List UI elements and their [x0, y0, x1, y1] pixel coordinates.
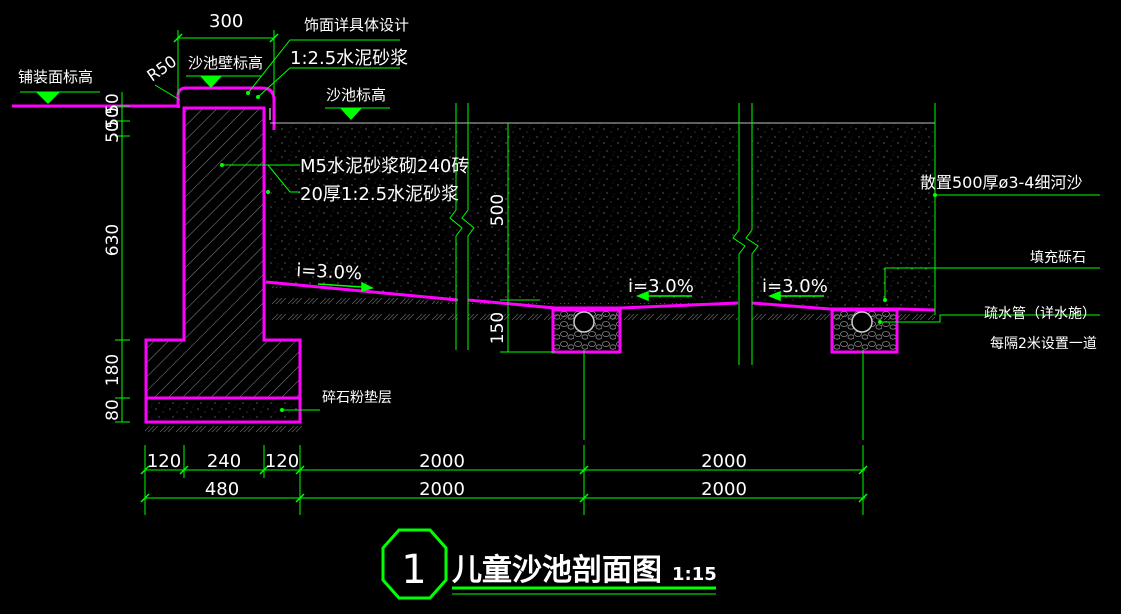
dim-top-width: 300 — [209, 11, 243, 32]
title-text: 儿童沙池剖面图 — [452, 553, 662, 588]
dimension-ticks — [140, 33, 868, 503]
dim-left-50c: 50 — [103, 121, 123, 143]
title-block: 1 儿童沙池剖面图 1:15 — [381, 528, 717, 600]
drain-pipe-icon — [851, 311, 873, 333]
dim-left-630: 630 — [103, 224, 123, 256]
drain-trench-1 — [551, 308, 622, 354]
dim-left-50a: 50 — [103, 107, 123, 129]
dim-bottom-480: 480 — [205, 479, 239, 500]
wall-level-marker-icon — [200, 76, 222, 88]
reference-dots — [220, 91, 937, 412]
break-lines — [449, 103, 936, 365]
wall-level-label: 沙池壁标高 — [188, 54, 263, 72]
mortar-20-label: 20厚1:2.5水泥砂浆 — [300, 184, 459, 205]
title-scale: 1:15 — [672, 564, 717, 585]
drain-pipe-label: 疏水管（详水施） — [984, 306, 1096, 322]
paving-level-label: 铺装面标高 — [18, 68, 93, 86]
title-number: 1 — [401, 547, 426, 593]
leader-lines — [154, 39, 1100, 411]
finish-label: 饰面详具体设计 — [304, 16, 409, 34]
radius-label: R50 — [143, 52, 180, 86]
dim-left-80: 80 — [103, 399, 123, 421]
gravel-cushion-layer — [144, 396, 302, 424]
dim-bottom-2000b: 2000 — [701, 451, 747, 472]
gravel-cushion-label: 碎石粉垫层 — [322, 390, 392, 406]
title-badge-octagon — [381, 528, 448, 600]
dim-bottom-240: 240 — [207, 451, 241, 472]
drain-trench-2 — [830, 308, 899, 354]
dim-bottom-2000c: 2000 — [419, 479, 465, 500]
drain-spacing-label: 每隔2米设置一道 — [990, 336, 1097, 352]
slope-arrows — [317, 281, 824, 302]
slope-label-1: i=3.0% — [296, 260, 363, 284]
sand-level-label: 沙池标高 — [326, 86, 386, 104]
drain-pipe-icon — [573, 311, 595, 333]
dim-sand-depth: 500 — [488, 194, 508, 226]
slope-label-3: i=3.0% — [762, 276, 828, 297]
gravel-fill-label: 填充砾石 — [1030, 250, 1086, 266]
dim-bottom-2000d: 2000 — [701, 479, 747, 500]
sand-fill-label: 散置500厚ø3-4细河沙 — [920, 173, 1082, 192]
sand-fill-region — [270, 123, 935, 310]
dim-bottom-120b: 120 — [265, 451, 299, 472]
dimension-lines — [115, 30, 865, 515]
mortar-top-label: 1:2.5水泥砂浆 — [290, 48, 408, 69]
dim-left-180: 180 — [103, 354, 123, 386]
dim-bottom-2000a: 2000 — [419, 451, 465, 472]
slope-label-2: i=3.0% — [628, 276, 694, 297]
brick-wall-label: M5水泥砂浆砌240砖 — [300, 156, 469, 177]
dim-left-50b: 50 — [103, 93, 123, 115]
paving-level-marker-icon — [36, 92, 60, 104]
dim-bottom-120a: 120 — [147, 451, 181, 472]
sand-level-marker-icon — [340, 108, 362, 120]
dim-trench-depth: 150 — [488, 312, 508, 344]
